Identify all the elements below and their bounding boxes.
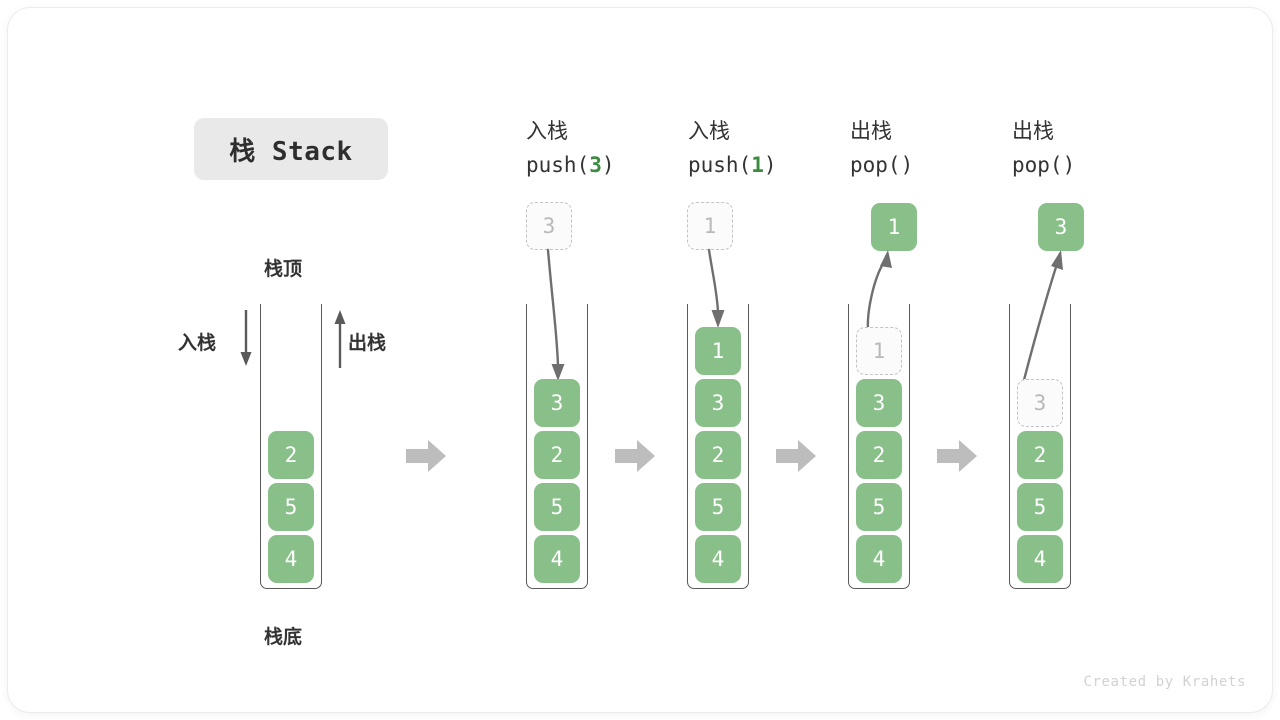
stack-cell: 1 [695,327,741,375]
flow-arrow-icon [935,436,979,476]
column-op-label: 出栈 [850,119,892,143]
column-call-prefix: push( [526,153,590,177]
stack-cell: 5 [268,483,314,531]
stack-cell: 4 [268,535,314,583]
stack-bottom-label: 栈底 [264,626,303,648]
flow-arrow-icon [774,436,818,476]
stack-ghost-cell: 1 [856,327,902,375]
popped-value-cell: 1 [871,203,917,251]
stack-cell: 2 [1017,431,1063,479]
column-call-prefix: pop( [850,153,901,177]
stack-container-initial [260,304,322,589]
column-call-arg: 3 [589,153,602,177]
stack-cell: 2 [695,431,741,479]
flow-arrow-icon [613,436,657,476]
stack-cell: 3 [695,379,741,427]
pop-direction-label: 出栈 [348,332,387,354]
floating-ghost-cell: 3 [526,202,572,250]
stack-cell: 2 [856,431,902,479]
column-call-suffix: ) [900,153,914,177]
pop-direction-arrow-icon [328,308,352,370]
column-header-pop-1: 出栈 pop() [850,114,913,182]
column-call-suffix: ) [601,153,615,177]
popped-value-cell: 3 [1038,203,1084,251]
stack-cell: 5 [1017,483,1063,531]
push-motion-arrow-icon [689,248,749,338]
stack-cell: 5 [856,483,902,531]
floating-ghost-cell: 1 [687,202,733,250]
push-direction-arrow-icon [234,308,258,370]
column-call-prefix: push( [688,153,752,177]
stack-ghost-cell: 3 [1017,379,1063,427]
column-op-label: 出栈 [1012,119,1054,143]
stack-container-push-1 [687,304,749,589]
diagram-card: 栈 Stack 栈顶 栈底 入栈 出栈 2 5 4 入栈 push(3) [8,8,1272,712]
stack-cell: 5 [534,483,580,531]
column-op-label: 入栈 [526,119,568,143]
page-title: 栈 Stack [229,136,353,167]
stack-cell: 4 [856,535,902,583]
column-call-prefix: pop( [1012,153,1063,177]
stack-cell: 3 [856,379,902,427]
stack-top-label: 栈顶 [264,258,303,280]
column-header-pop-2: 出栈 pop() [1012,114,1075,182]
stack-cell: 5 [695,483,741,531]
push-motion-arrow-icon [528,248,588,388]
stack-cell: 4 [534,535,580,583]
column-call-suffix: ) [763,153,777,177]
push-direction-label: 入栈 [178,332,217,354]
stack-cell: 4 [1017,535,1063,583]
column-header-push-3: 入栈 push(3) [526,114,615,182]
stack-cell: 4 [695,535,741,583]
attribution-footer: Created by Krahets [1083,674,1246,690]
stack-cell: 2 [534,431,580,479]
stack-cell: 3 [534,379,580,427]
flow-arrow-icon [404,436,448,476]
stack-cell: 2 [268,431,314,479]
stack-container-pop-2 [1009,304,1071,589]
stack-container-pop-1 [848,304,910,589]
pop-motion-arrow-icon [1008,248,1078,390]
stack-container-push-3 [526,304,588,589]
column-op-label: 入栈 [688,119,730,143]
column-call-suffix: ) [1062,153,1076,177]
diagram-title-chip: 栈 Stack [194,118,388,180]
column-call-arg: 1 [751,153,764,177]
column-header-push-1: 入栈 push(1) [688,114,777,182]
